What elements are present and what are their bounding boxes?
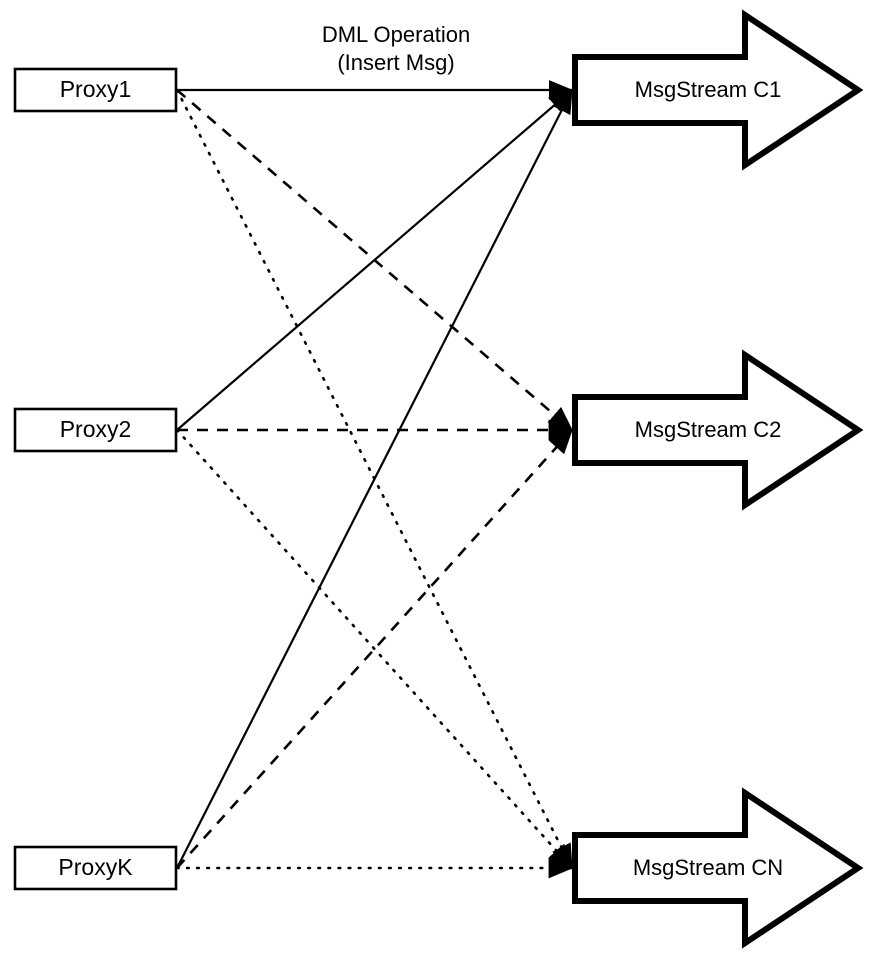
dml-annotation-line2: (Insert Msg)	[337, 50, 454, 75]
edge-proxyk-to-c1	[176, 89, 573, 869]
stream-label-msgstream-cn: MsgStream CN	[633, 855, 783, 880]
stream-arrow-shape-msgstream-cn	[572, 787, 864, 949]
stream-arrow-shape-msgstream-c1	[572, 9, 864, 171]
proxy-box-proxy2	[13, 407, 178, 453]
stream-msgstream-c1: MsgStream C1	[572, 9, 864, 171]
edges-layer	[175, 80, 574, 879]
streams-layer: MsgStream C1 MsgStream C2 MsgStream CN	[572, 9, 864, 949]
proxy-node-proxyk: ProxyK	[13, 845, 178, 891]
proxy-label-proxyk: ProxyK	[58, 854, 133, 880]
proxy-label-proxy1: Proxy1	[60, 76, 132, 102]
proxy-node-proxy2: Proxy2	[13, 407, 178, 453]
stream-label-msgstream-c1: MsgStream C1	[635, 77, 782, 102]
stream-msgstream-c2: MsgStream C2	[572, 349, 864, 511]
proxy-box-proxyk	[13, 845, 178, 891]
stream-label-msgstream-c2: MsgStream C2	[635, 417, 782, 442]
proxy-label-proxy2: Proxy2	[60, 416, 132, 442]
edge-proxy2-to-cn	[175, 428, 574, 870]
stream-arrow-shape-msgstream-c2	[572, 349, 864, 511]
stream-msgstream-cn: MsgStream CN	[572, 787, 864, 949]
annotations-layer: DML Operation (Insert Msg)	[322, 22, 470, 75]
dml-annotation-line1: DML Operation	[322, 22, 470, 47]
edge-proxy2-to-c1	[176, 89, 573, 431]
proxy-node-proxy1: Proxy1	[13, 67, 178, 113]
proxy-box-proxy1	[13, 67, 178, 113]
